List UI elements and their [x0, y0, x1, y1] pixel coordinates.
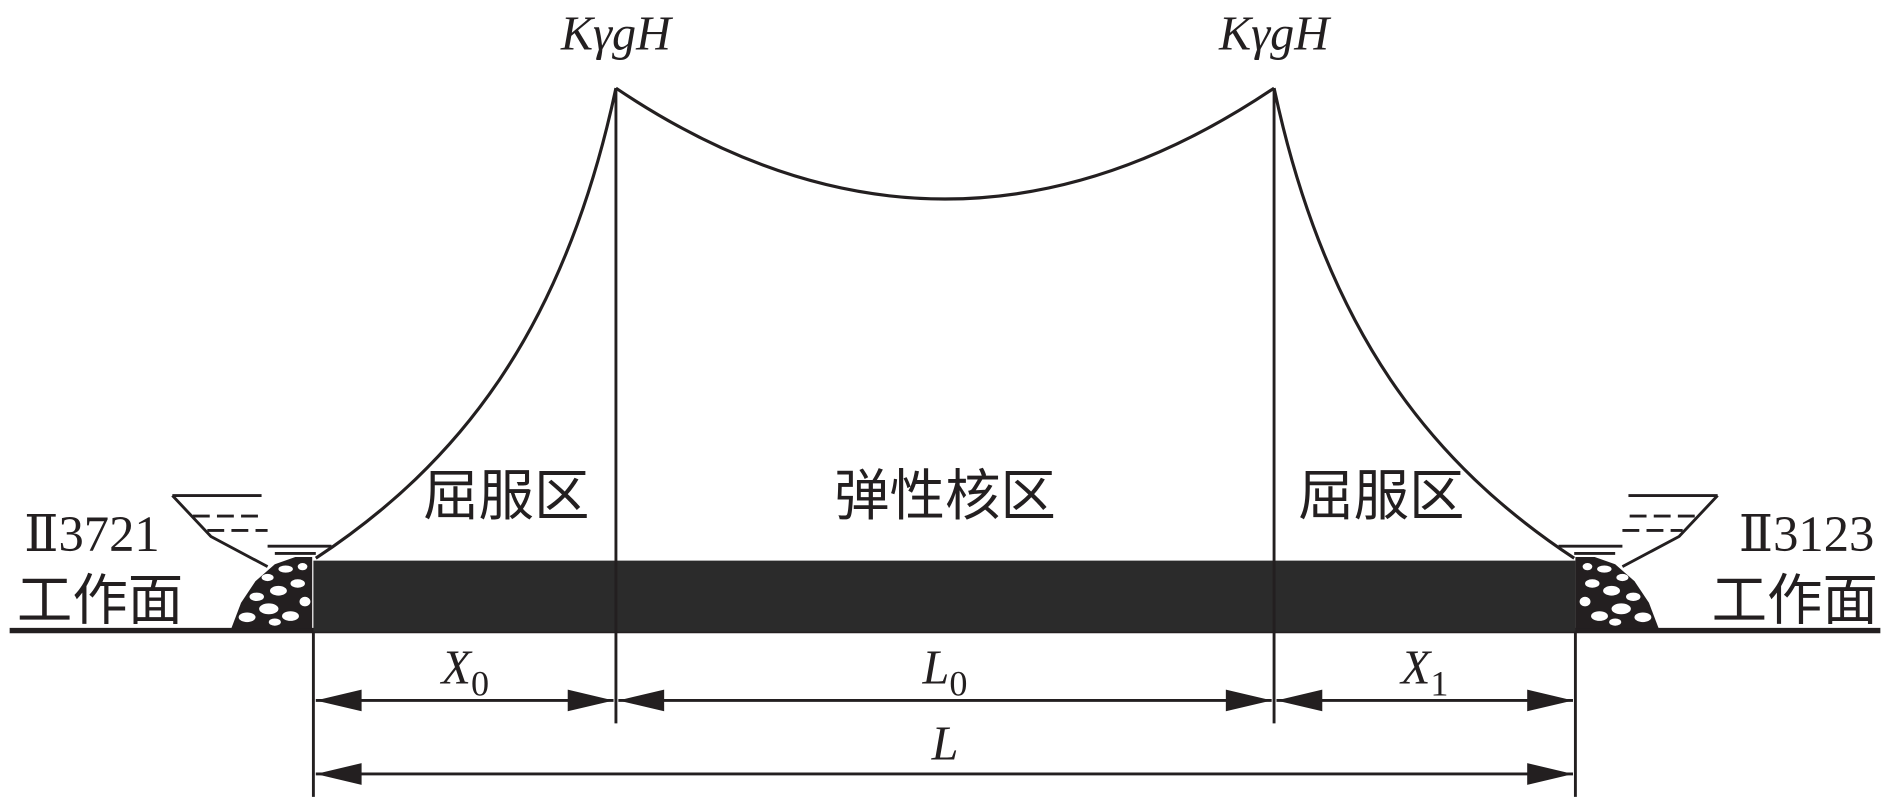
arrowhead-l0-end	[1225, 689, 1272, 712]
rock-fragment	[299, 596, 311, 607]
rock-fragment	[1626, 592, 1641, 601]
rock-fragment	[282, 611, 299, 621]
stress-curve-left-yield	[314, 87, 618, 560]
dimension-label-l: L	[931, 718, 959, 771]
stress-curve	[314, 86, 1576, 560]
rock-fragment	[1634, 612, 1652, 623]
rock-fragment	[261, 573, 274, 582]
rock-fragment	[278, 565, 293, 573]
arrowhead-x1-start	[1276, 689, 1323, 712]
rock-fragment	[1603, 585, 1620, 596]
rock-fragment	[1582, 563, 1593, 571]
coal-pillar	[313, 560, 1576, 632]
right-working-face: Ⅱ3123 工作面	[1558, 494, 1878, 634]
dimension-subscript: 1	[1430, 664, 1448, 704]
dimension-row-total: L	[315, 718, 1573, 785]
rock-fragment	[249, 592, 264, 601]
rock-fragment	[290, 579, 305, 588]
dimension-subscript: 0	[949, 664, 967, 704]
dimension-row-segments: X0 L0 X1	[315, 642, 1573, 712]
left-working-face: Ⅱ3721 工作面	[17, 494, 332, 634]
zone-label-elastic-core: 弹性核区	[834, 465, 1056, 529]
right-caved-rock-fragments	[1579, 563, 1652, 626]
left-face-id: Ⅱ3721	[24, 506, 160, 562]
stress-curve-right-yield	[1272, 87, 1576, 560]
rock-fragment	[1579, 596, 1591, 607]
rock-fragment	[297, 563, 308, 571]
dimension-label-x0: X0	[440, 642, 490, 704]
left-face-trough-icon	[171, 494, 269, 568]
arrowhead-x0-end	[567, 689, 614, 712]
rock-fragment	[259, 603, 279, 615]
rock-fragment	[1591, 611, 1608, 621]
left-face-name: 工作面	[17, 570, 183, 634]
arrowhead-x0-start	[315, 689, 362, 712]
dimension-label-l0: L0	[922, 642, 968, 704]
rock-fragment	[1609, 618, 1622, 626]
peak-label-right: KγgH	[1218, 8, 1331, 61]
dimension-symbol: X	[1399, 642, 1432, 695]
peak-label-left: KγgH	[560, 8, 673, 61]
arrowhead-l-start	[315, 763, 362, 785]
rock-fragment	[1616, 573, 1629, 582]
rock-fragment	[1585, 579, 1600, 588]
dimension-label-x1: X1	[1399, 642, 1449, 704]
stress-curve-elastic-core	[615, 86, 1275, 201]
arrowhead-x1-end	[1527, 689, 1573, 712]
right-face-id: Ⅱ3123	[1739, 506, 1875, 562]
left-caved-rock-fragments	[238, 563, 311, 626]
rock-fragment	[1597, 565, 1612, 573]
arrowhead-l0-start	[618, 689, 665, 712]
dimension-symbol: X	[440, 642, 473, 695]
right-face-name: 工作面	[1712, 570, 1878, 634]
arrowhead-l-end	[1527, 763, 1573, 785]
rock-fragment	[268, 618, 281, 626]
dimension-subscript: 0	[471, 664, 489, 704]
dimension-symbol: L	[922, 642, 950, 695]
zone-label-left-yield: 屈服区	[423, 465, 589, 529]
zone-label-right-yield: 屈服区	[1298, 465, 1464, 529]
rock-fragment	[270, 585, 287, 596]
rock-fragment	[238, 612, 256, 623]
rock-fragment	[1611, 603, 1631, 615]
right-face-trough-icon	[1621, 494, 1719, 568]
